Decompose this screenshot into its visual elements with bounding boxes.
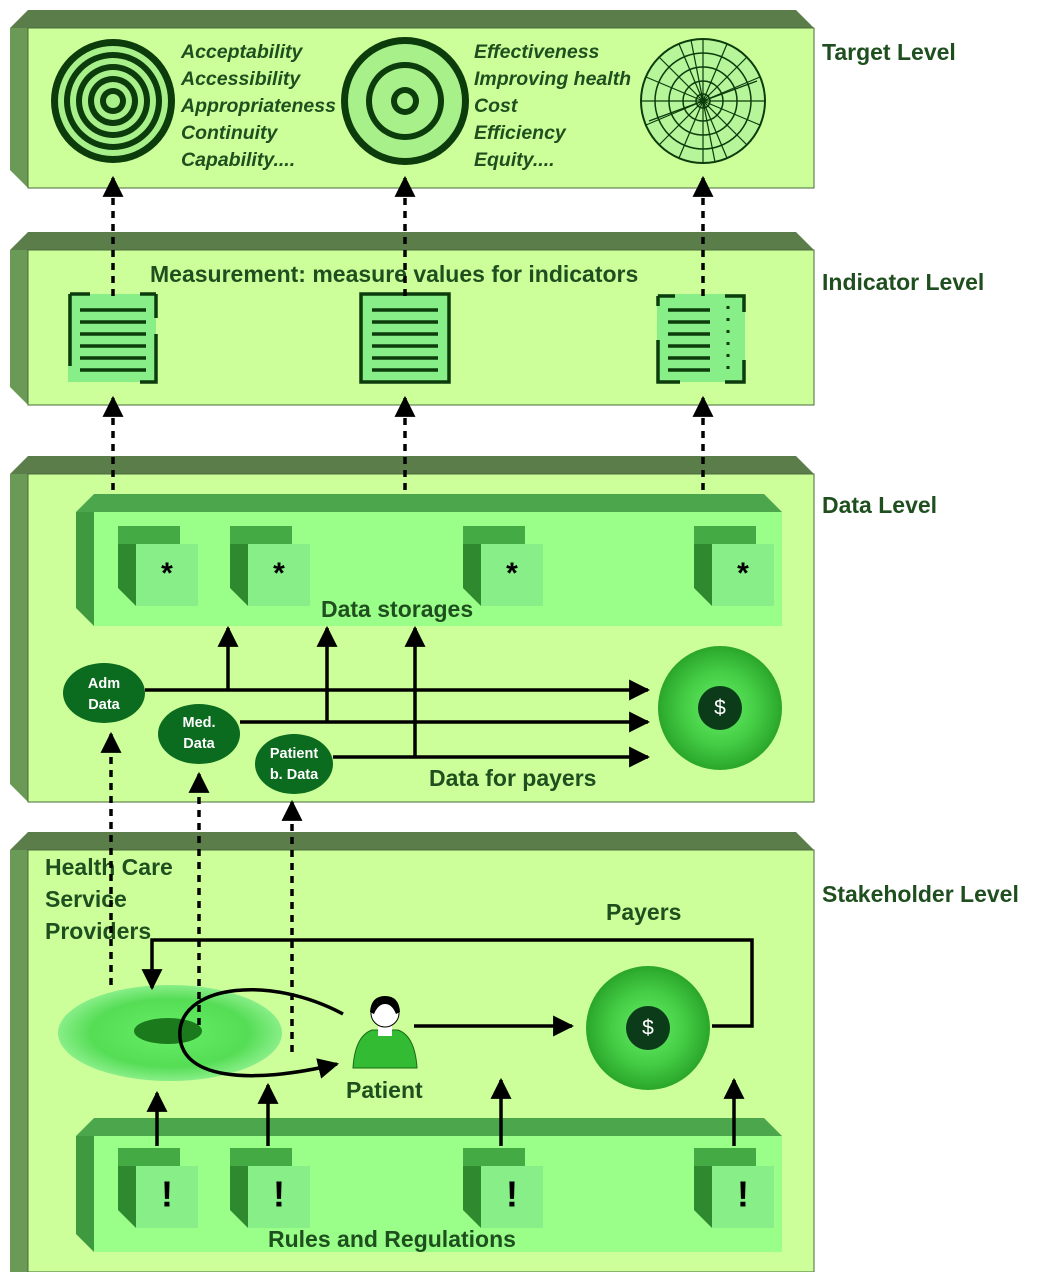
rule-cube-3: ! <box>463 1148 543 1228</box>
target-item: Improving health <box>474 68 631 90</box>
rules-box <box>76 1118 782 1252</box>
providers-label: Health Care <box>45 854 173 880</box>
indicator-level-label: Indicator Level <box>822 269 984 295</box>
patient-person-icon <box>352 996 418 1069</box>
node-label: Adm <box>88 676 120 692</box>
adm-data-node: Adm Data <box>63 663 145 723</box>
exclamation-icon: ! <box>273 1174 285 1215</box>
document-icon-right <box>656 294 746 384</box>
node-label: Data <box>88 697 120 713</box>
money-icon-payers: $ <box>586 966 710 1090</box>
document-icon-center <box>359 292 451 384</box>
stakeholder-arrows <box>141 938 754 1146</box>
node-label: Med. <box>182 715 215 731</box>
target-level-label: Target Level <box>822 39 956 65</box>
patient-data-node: Patient b. Data <box>255 734 333 794</box>
node-label: Data <box>183 736 215 752</box>
dashed-flows <box>100 175 714 1052</box>
storage-star-icon: * <box>737 557 749 590</box>
measurement-label: Measurement: measure values for indicato… <box>150 261 638 287</box>
rule-cube-1: ! <box>118 1148 198 1228</box>
rule-cube-2: ! <box>230 1148 310 1228</box>
data-for-payers-label: Data for payers <box>429 765 596 791</box>
storage-cube-4: * <box>694 526 774 606</box>
providers-icon <box>58 985 282 1081</box>
data-level-label: Data Level <box>822 492 937 518</box>
concentric-target-icon <box>51 39 175 163</box>
storage-cube-1: * <box>118 526 198 606</box>
exclamation-icon: ! <box>737 1174 749 1215</box>
node-label: Patient <box>270 746 319 762</box>
storage-star-icon: * <box>273 557 285 590</box>
document-icon-left <box>68 292 158 384</box>
rules-label: Rules and Regulations <box>268 1226 516 1252</box>
storage-cube-3: * <box>463 526 543 606</box>
node-label: b. Data <box>270 767 319 783</box>
dollar-icon: $ <box>714 697 726 720</box>
patient-label: Patient <box>346 1077 423 1103</box>
med-data-node: Med. Data <box>158 704 240 764</box>
payers-label: Payers <box>606 899 681 925</box>
stakeholder-level-label: Stakeholder Level <box>822 881 1019 907</box>
exclamation-icon: ! <box>161 1174 173 1215</box>
data-storages-label: Data storages <box>321 596 473 622</box>
bullseye-target-icon <box>341 37 469 165</box>
target-item: Accessibility <box>180 68 301 90</box>
providers-label: Service <box>45 886 127 912</box>
target-item: Continuity <box>181 122 279 144</box>
target-item: Appropriateness <box>180 95 336 117</box>
storage-star-icon: * <box>161 557 173 590</box>
target-item: Capability.... <box>181 149 295 171</box>
storage-star-icon: * <box>506 557 518 590</box>
data-storages-box <box>76 494 782 626</box>
money-icon-data-level: $ <box>658 646 782 770</box>
rule-cube-4: ! <box>694 1148 774 1228</box>
storage-cube-2: * <box>230 526 310 606</box>
target-list-left: Acceptability Accessibility Appropriaten… <box>180 41 336 171</box>
dollar-icon: $ <box>642 1017 654 1040</box>
target-item: Acceptability <box>180 41 304 63</box>
target-list-right: Effectiveness Improving health Cost Effi… <box>474 41 631 171</box>
target-item: Effectiveness <box>474 41 600 63</box>
target-item: Cost <box>474 95 519 117</box>
dartboard-target-icon <box>640 38 766 164</box>
target-item: Equity.... <box>474 149 555 171</box>
data-flow-lines <box>145 625 651 768</box>
exclamation-icon: ! <box>506 1174 518 1215</box>
target-item: Efficiency <box>474 122 567 144</box>
providers-label: Providers <box>45 918 151 944</box>
